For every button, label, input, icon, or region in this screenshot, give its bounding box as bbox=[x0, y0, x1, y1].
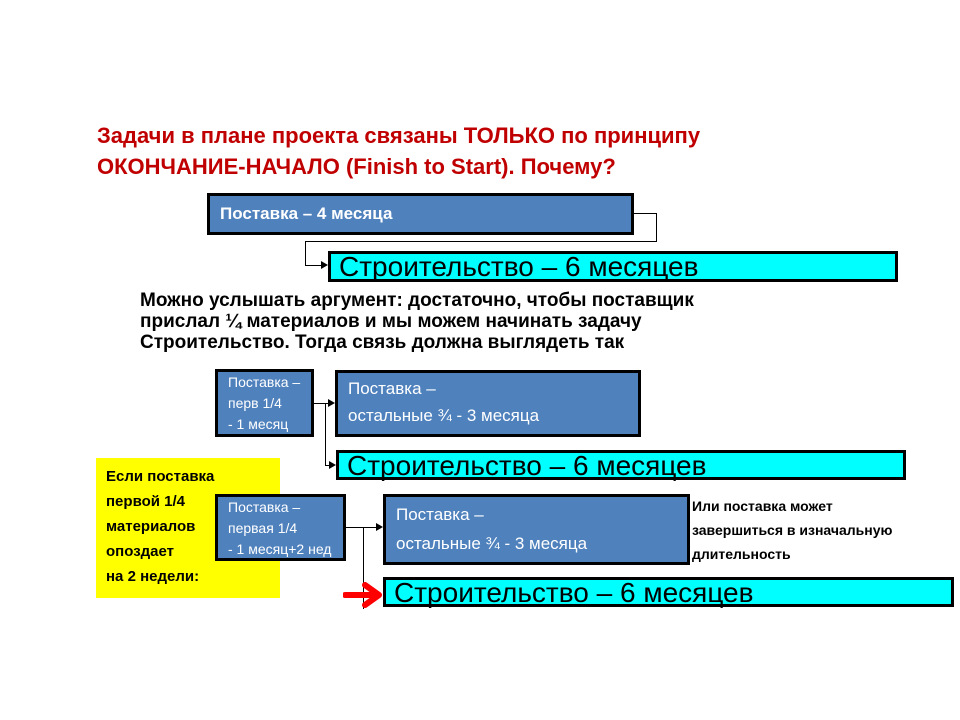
connector bbox=[305, 241, 306, 266]
connector bbox=[305, 241, 657, 242]
argument-line: прислал ¼ материалов и мы можем начинать… bbox=[140, 311, 642, 332]
connector bbox=[325, 465, 331, 466]
box-line: Поставка – bbox=[228, 374, 301, 390]
slide-title: Задачи в плане проекта связаны ТОЛЬКО по… bbox=[97, 120, 700, 182]
note-line: на 2 недели: bbox=[106, 568, 200, 585]
remaining-supply-box: Поставка – остальные ¾ - 3 месяца bbox=[383, 494, 690, 565]
argument-text: Можно услышать аргумент: достаточно, что… bbox=[140, 290, 694, 353]
box-line: Поставка – bbox=[348, 379, 436, 398]
arrow-head-icon bbox=[321, 261, 328, 269]
box-line: - 1 месяц bbox=[228, 416, 289, 432]
arrow-head-icon bbox=[328, 399, 335, 407]
connector bbox=[656, 213, 657, 241]
arrow-head-icon bbox=[376, 523, 383, 531]
side-note-line: длительность bbox=[692, 546, 791, 562]
red-arrow-icon bbox=[343, 582, 382, 608]
connector bbox=[305, 265, 323, 266]
note-line: первой 1/4 bbox=[106, 493, 185, 510]
arrow-head-icon bbox=[329, 461, 336, 469]
delay-note: Если поставка первой 1/4 материалов опоз… bbox=[96, 458, 280, 598]
construction-task-box: Строительство – 6 месяцев bbox=[336, 450, 906, 480]
connector bbox=[363, 527, 364, 609]
side-note: Или поставка может завершиться в изначал… bbox=[692, 494, 892, 566]
construction-task-box: Строительство – 6 месяцев bbox=[383, 577, 954, 607]
title-line: ОКОНЧАНИЕ-НАЧАЛО (Finish to Start). Поче… bbox=[97, 154, 616, 179]
box-line: перв 1/4 bbox=[228, 395, 282, 411]
box-line: остальные ¾ - 3 месяца bbox=[396, 534, 588, 553]
connector bbox=[346, 527, 377, 528]
argument-line: Можно услышать аргумент: достаточно, что… bbox=[140, 290, 694, 311]
box-line: первая 1/4 bbox=[228, 520, 298, 536]
box-line: - 1 месяц+2 нед bbox=[228, 541, 332, 557]
argument-line: Строительство. Тогда связь должна выгляд… bbox=[140, 332, 625, 353]
remaining-supply-box: Поставка – остальные ¾ - 3 месяца bbox=[335, 370, 641, 437]
side-note-line: завершиться в изначальную bbox=[692, 522, 893, 538]
title-line: Задачи в плане проекта связаны ТОЛЬКО по… bbox=[97, 123, 701, 148]
first-quarter-supply-box: Поставка – перв 1/4 - 1 месяц bbox=[215, 369, 314, 437]
connector bbox=[325, 403, 326, 465]
connector bbox=[314, 403, 330, 404]
delayed-first-supply-box: Поставка – первая 1/4 - 1 месяц+2 нед bbox=[215, 494, 346, 561]
connector bbox=[634, 213, 656, 214]
note-line: материалов bbox=[106, 518, 196, 535]
box-line: остальные ¾ - 3 месяца bbox=[348, 406, 540, 425]
construction-task-box: Строительство – 6 месяцев bbox=[328, 251, 898, 282]
note-line: Если поставка bbox=[106, 468, 215, 485]
side-note-line: Или поставка может bbox=[692, 498, 833, 514]
supply-task-box: Поставка – 4 месяца bbox=[207, 193, 634, 235]
note-line: опоздает bbox=[106, 543, 174, 560]
box-line: Поставка – bbox=[396, 505, 484, 524]
box-line: Поставка – bbox=[228, 499, 301, 515]
